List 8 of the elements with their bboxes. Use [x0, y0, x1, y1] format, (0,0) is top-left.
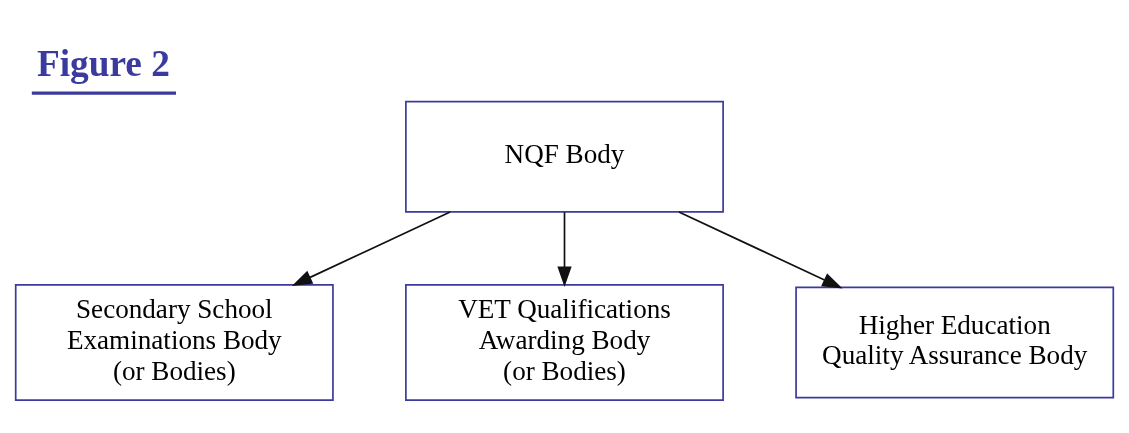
- arrow: [678, 210, 843, 288]
- diagram-title: Figure 2: [36, 42, 170, 84]
- node-box: NQF Body: [405, 100, 724, 213]
- node-box: VET Qualifications Awarding Body (or Bodies): [405, 283, 724, 401]
- node-box: Higher Education Quality Assurance Body: [795, 286, 1115, 399]
- arrow: [291, 210, 451, 286]
- arrow: [557, 210, 572, 287]
- node-box: Secondary School Examinations Body (or Bodies): [14, 283, 334, 401]
